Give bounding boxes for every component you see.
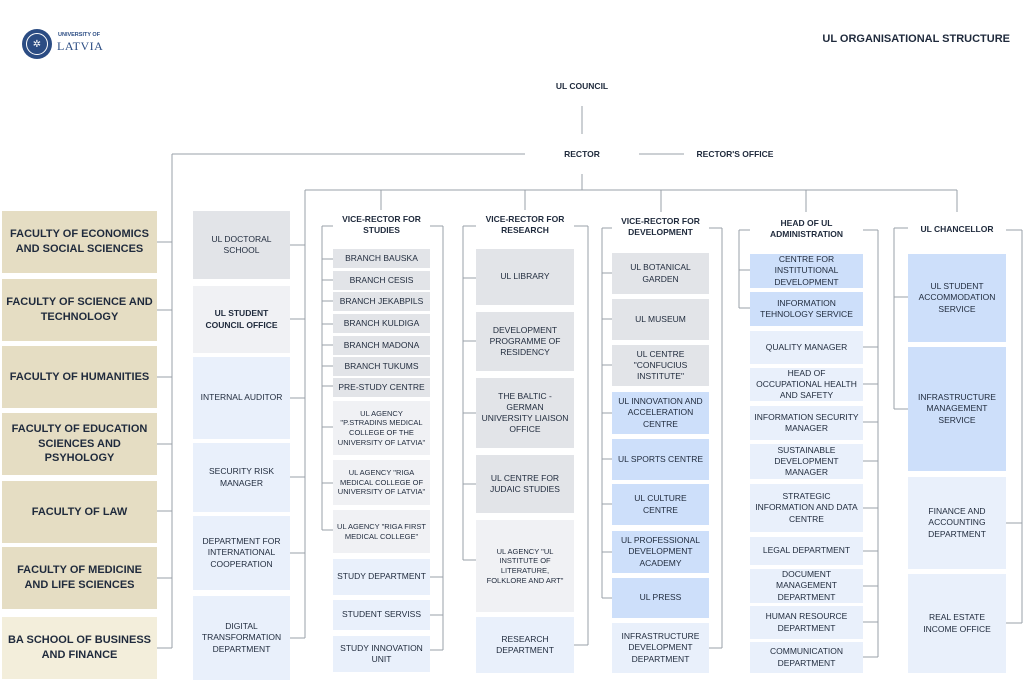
rector-unit-box: INTERNAL AUDITOR: [193, 357, 290, 439]
vice-rector-research-title: VICE-RECTOR FOR RESEARCH: [476, 211, 574, 239]
rector-unit-box: DEPARTMENT FOR INTERNATIONAL COOPERATION: [193, 516, 290, 590]
development-unit-box: UL PROFESSIONAL DEVELOPMENT ACADEMY: [612, 531, 709, 573]
logo-big-text: LATVIA: [57, 39, 104, 53]
administration-unit-box: DOCUMENT MANAGEMENT DEPARTMENT: [750, 569, 863, 603]
rector-unit-box: UL DOCTORAL SCHOOL: [193, 211, 290, 279]
studies-unit-box: BRANCH CESIS: [333, 271, 430, 290]
development-unit-box: UL INNOVATION AND ACCELERATION CENTRE: [612, 392, 709, 434]
studies-unit-box: PRE-STUDY CENTRE: [333, 378, 430, 397]
studies-unit-box: STUDENT SERVISS: [333, 600, 430, 630]
tree-emblem-icon: ✲: [26, 33, 48, 55]
faculty-box: FACULTY OF SCIENCE AND TECHNOLOGY: [2, 279, 157, 341]
head-of-administration-title: HEAD OF UL ADMINISTRATION: [750, 215, 863, 243]
faculty-box: FACULTY OF ECONOMICS AND SOCIAL SCIENCES: [2, 211, 157, 273]
faculty-box: FACULTY OF HUMANITIES: [2, 346, 157, 408]
studies-unit-box: STUDY DEPARTMENT: [333, 559, 430, 595]
page-title: UL ORGANISATIONAL STRUCTURE: [822, 33, 1010, 45]
rectors-office-node: RECTOR'S OFFICE: [688, 145, 782, 165]
administration-unit-box: QUALITY MANAGER: [750, 331, 863, 364]
faculty-box: FACULTY OF EDUCATION SCIENCES AND PSYHOL…: [2, 413, 157, 475]
administration-unit-box: INFORMATION SECURITY MANAGER: [750, 406, 863, 440]
administration-unit-box: LEGAL DEPARTMENT: [750, 537, 863, 565]
development-unit-box: UL PRESS: [612, 578, 709, 618]
studies-unit-box: UL AGENCY "RIGA FIRST MEDICAL COLLEGE": [333, 510, 430, 553]
rector-unit-box: UL STUDENT COUNCIL OFFICE: [193, 286, 290, 353]
development-unit-box: UL MUSEUM: [612, 299, 709, 340]
development-unit-box: INFRASTRUCTURE DEVELOPMENT DEPARTMENT: [612, 623, 709, 673]
studies-unit-box: BRANCH TUKUMS: [333, 357, 430, 376]
faculty-box: BA SCHOOL OF BUSINESS AND FINANCE: [2, 617, 157, 679]
faculty-box: FACULTY OF LAW: [2, 481, 157, 543]
administration-unit-box: HEAD OF OCCUPATIONAL HEALTH AND SAFETY: [750, 368, 863, 401]
development-unit-box: UL SPORTS CENTRE: [612, 439, 709, 480]
chancellor-unit-box: FINANCE AND ACCOUNTING DEPARTMENT: [908, 477, 1006, 569]
studies-unit-box: BRANCH KULDIGA: [333, 314, 430, 333]
research-unit-box: THE BALTIC - GERMAN UNIVERSITY LIAISON O…: [476, 378, 574, 448]
studies-unit-box: STUDY INNOVATION UNIT: [333, 636, 430, 672]
studies-unit-box: BRANCH MADONA: [333, 336, 430, 355]
development-unit-box: UL CULTURE CENTRE: [612, 484, 709, 525]
research-unit-box: UL LIBRARY: [476, 249, 574, 305]
research-unit-box: UL CENTRE FOR JUDAIC STUDIES: [476, 455, 574, 513]
development-unit-box: UL CENTRE "CONFUCIUS INSTITUTE": [612, 345, 709, 386]
council-node: UL COUNCIL: [540, 77, 624, 97]
logo-small-text: UNIVERSITY OF: [58, 32, 101, 38]
studies-unit-box: BRANCH JEKABPILS: [333, 292, 430, 311]
administration-unit-box: STRATEGIC INFORMATION AND DATA CENTRE: [750, 484, 863, 532]
studies-unit-box: BRANCH BAUSKA: [333, 249, 430, 268]
chancellor-title: UL CHANCELLOR: [908, 221, 1006, 239]
faculty-box: FACULTY OF MEDICINE AND LIFE SCIENCES: [2, 547, 157, 609]
rector-unit-box: DIGITAL TRANSFORMATION DEPARTMENT: [193, 596, 290, 680]
administration-unit-box: HUMAN RESOURCE DEPARTMENT: [750, 606, 863, 639]
vice-rector-development-title: VICE-RECTOR FOR DEVELOPMENT: [612, 213, 709, 241]
studies-unit-box: UL AGENCY "RIGA MEDICAL COLLEGE OF UNIVE…: [333, 460, 430, 505]
administration-unit-box: CENTRE FOR INSTITUTIONAL DEVELOPMENT: [750, 254, 863, 288]
vice-rector-studies-title: VICE-RECTOR FOR STUDIES: [333, 211, 430, 239]
chancellor-unit-box: INFRASTRUCTURE MANAGEMENT SERVICE: [908, 347, 1006, 471]
research-unit-box: DEVELOPMENT PROGRAMME OF RESIDENCY: [476, 312, 574, 371]
administration-unit-box: SUSTAINABLE DEVELOPMENT MANAGER: [750, 444, 863, 479]
rector-unit-box: SECURITY RISK MANAGER: [193, 443, 290, 512]
chancellor-unit-box: UL STUDENT ACCOMMODATION SERVICE: [908, 254, 1006, 342]
research-unit-box: RESEARCH DEPARTMENT: [476, 617, 574, 673]
studies-unit-box: UL AGENCY "P.STRADINS MEDICAL COLLEGE OF…: [333, 401, 430, 455]
chancellor-unit-box: REAL ESTATE INCOME OFFICE: [908, 574, 1006, 673]
rector-node: RECTOR: [540, 145, 624, 165]
administration-unit-box: INFORMATION TEHNOLOGY SERVICE: [750, 292, 863, 326]
development-unit-box: UL BOTANICAL GARDEN: [612, 253, 709, 294]
research-unit-box: UL AGENCY "UL INSTITUTE OF LITERATURE, F…: [476, 520, 574, 612]
administration-unit-box: COMMUNICATION DEPARTMENT: [750, 642, 863, 673]
university-logo: ✲: [22, 29, 52, 59]
